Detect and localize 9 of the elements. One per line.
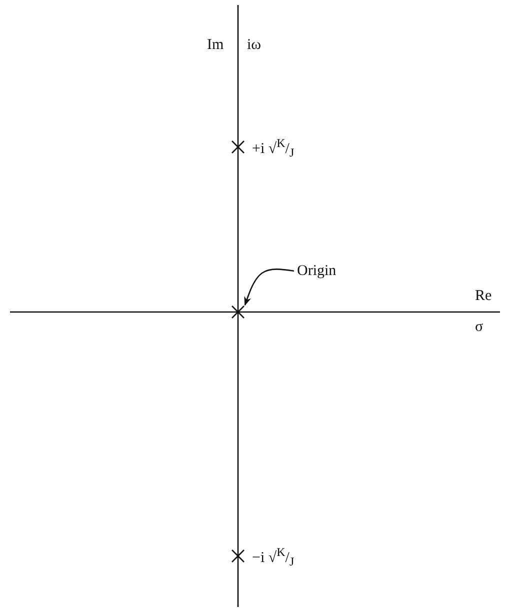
pole-label: −i √$^{K}$/$_{J}$: [252, 545, 294, 569]
axis-label: Im: [207, 36, 224, 54]
axis-label: σ: [475, 318, 484, 336]
leader-arrow: [244, 268, 294, 306]
axis-label: Re: [475, 287, 492, 305]
axis-label: iω: [247, 36, 262, 54]
origin-cross-marker: [231, 305, 245, 319]
callout-label: Origin: [297, 262, 336, 280]
pole-label: +i √$^{K}$/$_{J}$: [252, 136, 294, 160]
